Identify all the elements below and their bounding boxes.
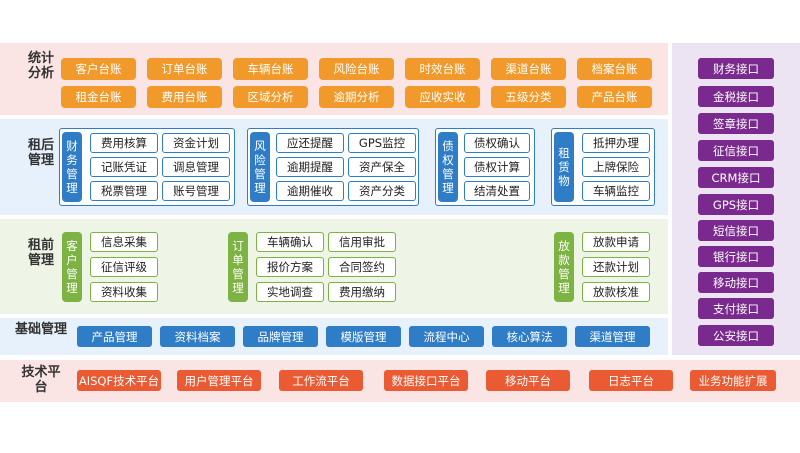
- stats-item[interactable]: 逾期分析: [319, 86, 394, 108]
- order-item[interactable]: 合同签约: [328, 257, 396, 277]
- order-tag[interactable]: 订单管理: [228, 232, 248, 302]
- prelease-label: 租前管理: [26, 238, 56, 268]
- interface-item[interactable]: 移动接口: [698, 272, 774, 293]
- customer-tag[interactable]: 客户管理: [62, 232, 82, 302]
- stats-item[interactable]: 渠道台账: [491, 58, 566, 80]
- credit-tag[interactable]: 债权管理: [438, 132, 458, 202]
- base-item[interactable]: 资料档案: [160, 326, 235, 347]
- credit-item[interactable]: 债权确认: [464, 133, 530, 153]
- interface-item[interactable]: 公安接口: [698, 325, 774, 346]
- postlease-label-text: 租后管理: [27, 138, 54, 168]
- finance-tag[interactable]: 财务管理: [62, 132, 82, 202]
- tech-label: 技术平台: [18, 365, 64, 395]
- credit-item[interactable]: 债权计算: [464, 157, 530, 177]
- tech-item[interactable]: AISQF技术平台: [77, 370, 161, 391]
- tech-item[interactable]: 数据接口平台: [384, 370, 468, 391]
- loan-item[interactable]: 放款申请: [582, 232, 650, 252]
- customer-item[interactable]: 征信评级: [90, 257, 158, 277]
- finance-item[interactable]: 费用核算: [90, 133, 158, 153]
- stats-item[interactable]: 时效台账: [405, 58, 480, 80]
- finance-tag-text: 财务管理: [66, 139, 78, 195]
- tech-item[interactable]: 移动平台: [486, 370, 570, 391]
- stats-item[interactable]: 租金台账: [61, 86, 136, 108]
- stats-label-text: 统计分析: [27, 51, 54, 81]
- credit-tag-text: 债权管理: [442, 139, 454, 195]
- tech-label-text: 技术平台: [21, 365, 61, 395]
- leased-asset-item[interactable]: 抵押办理: [582, 133, 650, 153]
- finance-item[interactable]: 账号管理: [162, 181, 230, 201]
- prelease-label-text: 租前管理: [27, 238, 54, 268]
- interface-item[interactable]: GPS接口: [698, 194, 774, 215]
- base-item[interactable]: 品牌管理: [243, 326, 318, 347]
- risk-tag-text: 风险管理: [254, 139, 266, 195]
- interface-item[interactable]: 金税接口: [698, 86, 774, 107]
- interface-item[interactable]: 征信接口: [698, 140, 774, 161]
- leased-asset-item[interactable]: 上牌保险: [582, 157, 650, 177]
- base-label: 基础管理: [14, 322, 68, 337]
- finance-item[interactable]: 记账凭证: [90, 157, 158, 177]
- risk-item[interactable]: 资产分类: [348, 181, 416, 201]
- order-item[interactable]: 报价方案: [256, 257, 324, 277]
- stats-item[interactable]: 订单台账: [147, 58, 222, 80]
- leased-asset-tag-text: 租赁物: [558, 146, 570, 188]
- loan-item[interactable]: 还款计划: [582, 257, 650, 277]
- loan-item[interactable]: 放款核准: [582, 282, 650, 302]
- customer-tag-text: 客户管理: [66, 239, 78, 295]
- risk-item[interactable]: 资产保全: [348, 157, 416, 177]
- risk-item[interactable]: 逾期催收: [276, 181, 344, 201]
- order-item[interactable]: 费用缴纳: [328, 282, 396, 302]
- finance-item[interactable]: 资金计划: [162, 133, 230, 153]
- customer-item[interactable]: 信息采集: [90, 232, 158, 252]
- stats-item[interactable]: 客户台账: [61, 58, 136, 80]
- interface-item[interactable]: 短信接口: [698, 220, 774, 241]
- stats-item[interactable]: 风险台账: [319, 58, 394, 80]
- base-item[interactable]: 模版管理: [326, 326, 401, 347]
- order-tag-text: 订单管理: [232, 239, 244, 295]
- credit-item[interactable]: 结清处置: [464, 181, 530, 201]
- stats-item[interactable]: 产品台账: [577, 86, 652, 108]
- order-item[interactable]: 信用审批: [328, 232, 396, 252]
- customer-item[interactable]: 资料收集: [90, 282, 158, 302]
- stats-item[interactable]: 区域分析: [233, 86, 308, 108]
- tech-item[interactable]: 业务功能扩展: [690, 370, 776, 391]
- postlease-label: 租后管理: [26, 138, 56, 168]
- base-item[interactable]: 核心算法: [492, 326, 567, 347]
- risk-item[interactable]: 逾期提醒: [276, 157, 344, 177]
- base-item[interactable]: 流程中心: [409, 326, 484, 347]
- leased-asset-item[interactable]: 车辆监控: [582, 181, 650, 201]
- interface-item[interactable]: 支付接口: [698, 298, 774, 319]
- risk-item[interactable]: GPS监控: [348, 133, 416, 153]
- loan-tag-text: 放款管理: [558, 239, 570, 295]
- tech-item[interactable]: 工作流平台: [279, 370, 363, 391]
- interface-item[interactable]: 签章接口: [698, 113, 774, 134]
- tech-item[interactable]: 日志平台: [589, 370, 673, 391]
- order-item[interactable]: 实地调查: [256, 282, 324, 302]
- risk-tag[interactable]: 风险管理: [250, 132, 270, 202]
- leased-asset-tag[interactable]: 租赁物: [554, 132, 574, 202]
- finance-item[interactable]: 调息管理: [162, 157, 230, 177]
- stats-item[interactable]: 应收实收: [405, 86, 480, 108]
- stats-item[interactable]: 档案台账: [577, 58, 652, 80]
- stats-label: 统计分析: [26, 51, 56, 81]
- interface-item[interactable]: 银行接口: [698, 246, 774, 267]
- finance-item[interactable]: 税票管理: [90, 181, 158, 201]
- base-label-text: 基础管理: [14, 322, 67, 337]
- order-item[interactable]: 车辆确认: [256, 232, 324, 252]
- tech-item[interactable]: 用户管理平台: [177, 370, 261, 391]
- risk-item[interactable]: 应还提醒: [276, 133, 344, 153]
- interface-item[interactable]: 财务接口: [698, 58, 774, 79]
- base-item[interactable]: 渠道管理: [575, 326, 650, 347]
- interface-item[interactable]: CRM接口: [698, 167, 774, 188]
- stats-item[interactable]: 费用台账: [147, 86, 222, 108]
- base-item[interactable]: 产品管理: [77, 326, 152, 347]
- loan-tag[interactable]: 放款管理: [554, 232, 574, 302]
- stats-item[interactable]: 五级分类: [491, 86, 566, 108]
- stats-item[interactable]: 车辆台账: [233, 58, 308, 80]
